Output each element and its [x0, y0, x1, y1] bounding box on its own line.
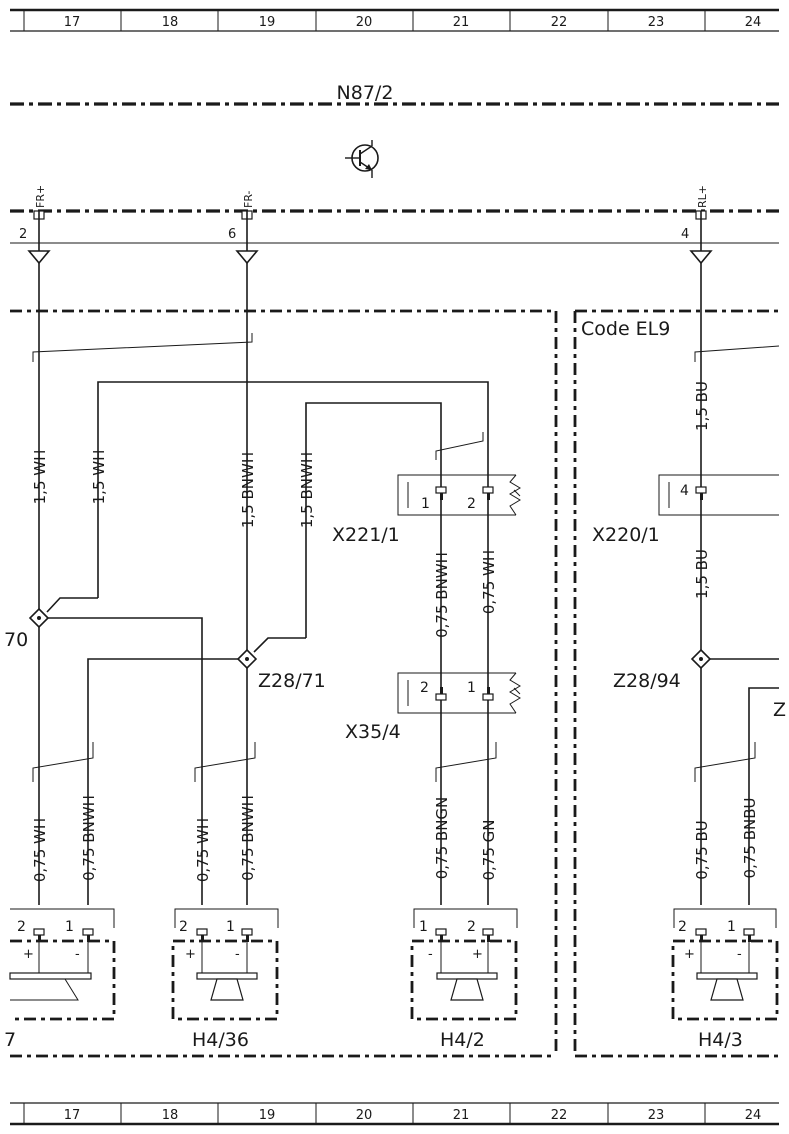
column-number: 20 — [356, 1108, 373, 1123]
pin-number: 2 — [420, 680, 429, 696]
column-number: 23 — [648, 15, 665, 30]
pin-number: 2 — [467, 496, 476, 512]
wire-label: 0,75 BNWH — [80, 795, 98, 881]
column-number: 21 — [453, 1108, 470, 1123]
pin-number: 4 — [680, 483, 689, 499]
column-number: 17 — [64, 1108, 81, 1123]
polarity-plus: + — [23, 947, 34, 962]
pin-number: 2 — [678, 919, 687, 935]
splice-label: Z28/94 — [613, 670, 681, 692]
wire-label: 0,75 BNBU — [741, 798, 759, 879]
speaker-label: H4/2 — [440, 1029, 485, 1051]
connector-label: X221/1 — [332, 524, 400, 546]
wire-label: 0,75 GN — [480, 819, 498, 880]
wire-label: 0,75 WH — [194, 818, 212, 882]
connector-label: X220/1 — [592, 524, 660, 546]
column-number: 19 — [259, 15, 276, 30]
column-number: 22 — [551, 1108, 568, 1123]
left-group-box — [10, 309, 558, 1058]
wire-label: 1,5 BU — [693, 549, 711, 599]
speaker-label: H4/36 — [192, 1029, 249, 1051]
column-number: 23 — [648, 1108, 665, 1123]
polarity-plus: + — [185, 947, 196, 962]
speaker-h4-3: 2 1 + - H4/3 — [671, 908, 779, 1051]
splice-z28-94: Z28/94 Z — [613, 648, 786, 721]
wire-label: 1,5 WH — [90, 450, 108, 505]
column-number: 24 — [745, 15, 762, 30]
pin-number: 4 — [681, 227, 689, 242]
module-pin-fr-minus: FR- 6 — [228, 190, 259, 265]
pin-number: 1 — [419, 919, 428, 935]
polarity-minus: - — [737, 947, 742, 962]
module-label: N87/2 — [337, 82, 394, 104]
speaker-h4-36: 2 1 + - H4/36 — [171, 908, 279, 1051]
wire-label: 1,5 BNWH — [239, 452, 257, 528]
polarity-plus: + — [472, 947, 483, 962]
column-number: 21 — [453, 15, 470, 30]
column-number: 19 — [259, 1108, 276, 1123]
connector-x221-1: 1 2 X221/1 — [332, 474, 521, 546]
wire-label: 0,75 WH — [31, 818, 49, 882]
pin-label: RL+ — [696, 185, 709, 208]
column-number: 18 — [162, 15, 179, 30]
module-n87-2: N87/2 — [10, 82, 779, 244]
pin-number: 2 — [19, 227, 27, 242]
module-pin-rl-plus: RL+ 4 — [681, 185, 713, 265]
column-number: 17 — [64, 15, 81, 30]
splice-z28-71: Z28/71 — [236, 648, 326, 692]
wire-label: 0,75 BNWH — [239, 795, 257, 881]
code-label: Code EL9 — [581, 318, 670, 340]
column-number: 24 — [745, 1108, 762, 1123]
transistor-icon — [345, 140, 379, 178]
speaker-cut-left: 2 1 + - 7 — [4, 908, 116, 1051]
pin-number: 2 — [17, 919, 26, 935]
bottom-column-ruler: 17 18 19 20 21 22 23 24 — [10, 1102, 779, 1126]
splice-70: 70 — [4, 607, 50, 651]
top-column-ruler: 17 18 19 20 21 22 23 24 — [10, 8, 779, 32]
pin-label: FR+ — [34, 185, 47, 208]
pin-number: 1 — [727, 919, 736, 935]
wire-label: 0,75 WH — [480, 550, 498, 614]
connector-label: X35/4 — [345, 721, 401, 743]
wire-label: 1,5 WH — [31, 450, 49, 505]
pin-number: 1 — [65, 919, 74, 935]
module-pin-fr-plus: FR+ 2 — [19, 185, 51, 265]
connector-x220-1: 4 X220/1 — [592, 474, 779, 546]
polarity-minus: - — [75, 947, 80, 962]
pin-number: 1 — [226, 919, 235, 935]
splice-label: 70 — [4, 629, 28, 651]
wire-labels: 1,5 WH 1,5 WH 1,5 BNWH 1,5 BNWH 0,75 BNW… — [31, 381, 759, 882]
connector-x35-4: 2 1 X35/4 — [345, 672, 521, 743]
polarity-plus: + — [684, 947, 695, 962]
splice-label: Z28/71 — [258, 670, 326, 692]
wire-label: 0,75 BU — [693, 820, 711, 879]
pin-number: 6 — [228, 227, 236, 242]
splice-label: Z — [773, 699, 786, 721]
wire-label: 1,5 BU — [693, 381, 711, 431]
speaker-h4-2: 1 2 - + H4/2 — [410, 908, 518, 1051]
wiring — [38, 263, 779, 905]
polarity-minus: - — [235, 947, 240, 962]
pin-number: 1 — [467, 680, 476, 696]
pin-number: 2 — [467, 919, 476, 935]
wire-label: 1,5 BNWH — [298, 452, 316, 528]
polarity-minus: - — [428, 947, 433, 962]
wire-label: 0,75 BNGN — [433, 797, 451, 880]
code-el9-box: Code EL9 — [573, 309, 779, 1058]
shield-markers — [32, 333, 780, 782]
speaker-label: 7 — [4, 1029, 16, 1051]
pin-number: 2 — [179, 919, 188, 935]
column-number: 20 — [356, 15, 373, 30]
pin-number: 1 — [421, 496, 430, 512]
wire-label: 0,75 BNWH — [433, 552, 451, 638]
column-number: 22 — [551, 15, 568, 30]
pin-label: FR- — [242, 190, 255, 208]
speaker-label: H4/3 — [698, 1029, 743, 1051]
column-number: 18 — [162, 1108, 179, 1123]
